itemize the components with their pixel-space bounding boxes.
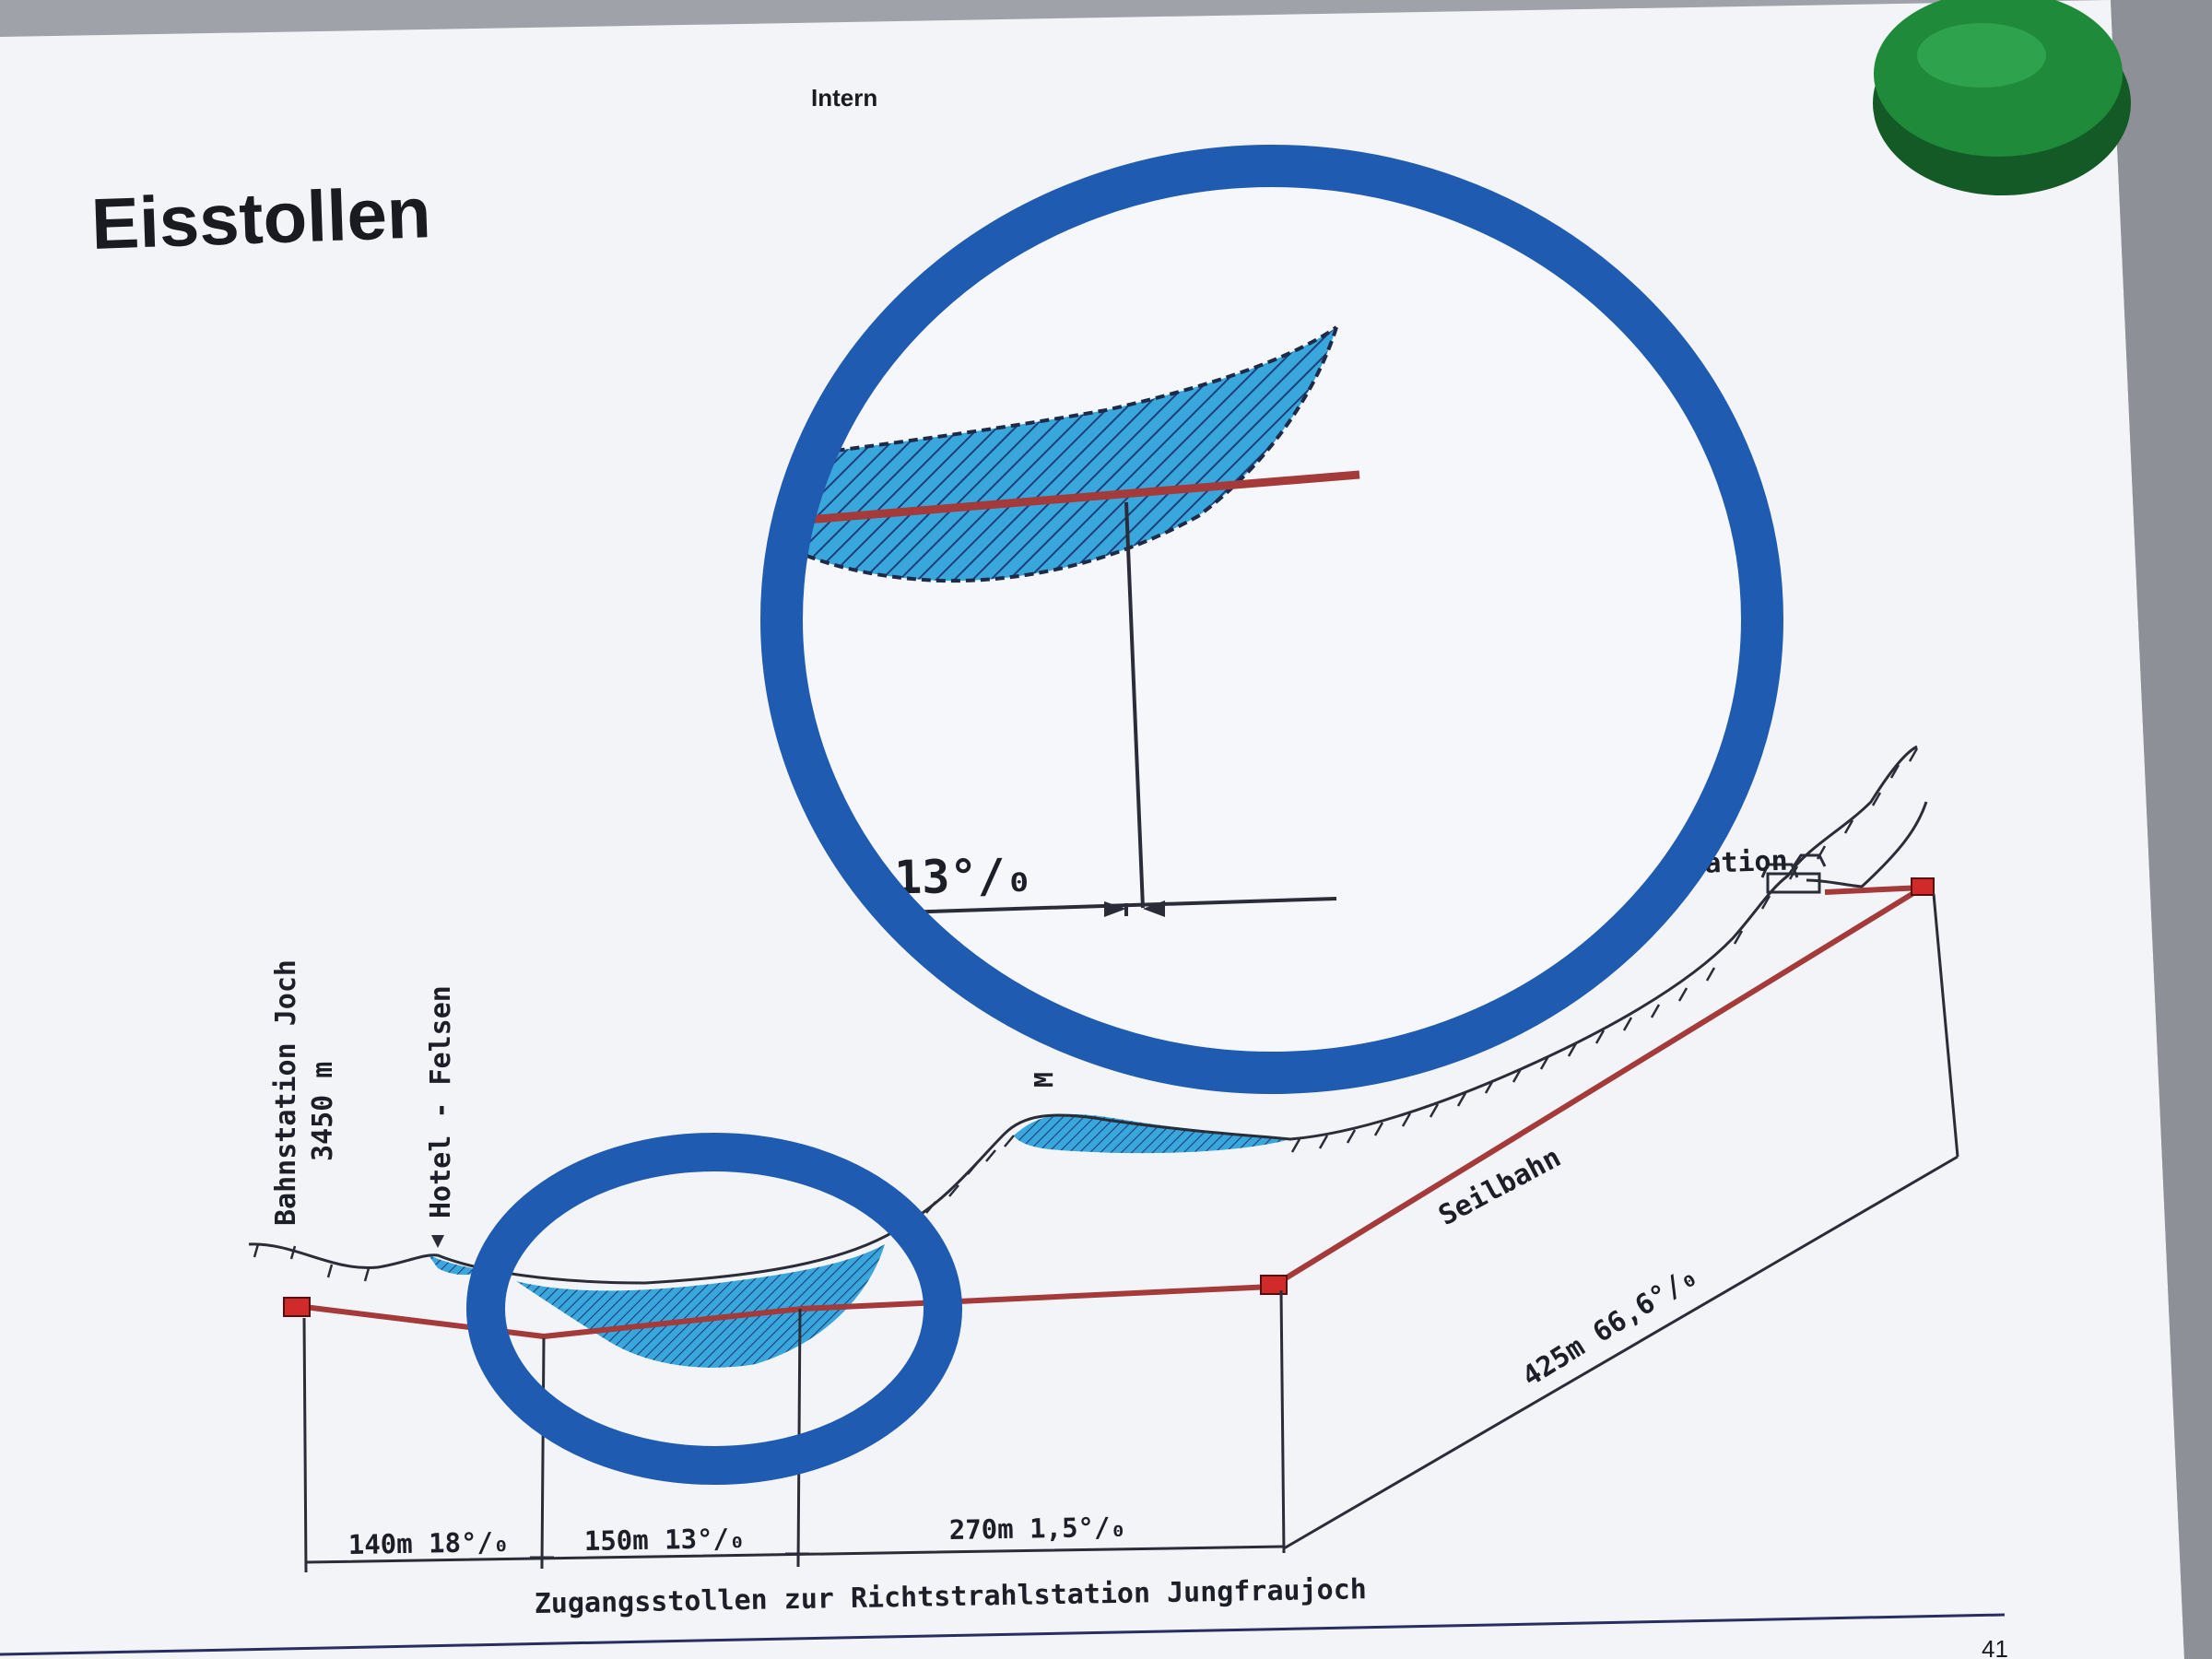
node-bahnstation	[283, 1297, 311, 1317]
summit-ridge	[1806, 801, 1928, 888]
hotel-marker	[431, 1235, 444, 1248]
dimension-ticks	[530, 1552, 809, 1569]
segment-label-1: 140m 18°/₀	[348, 1526, 510, 1560]
segment-label-3: 270m 1,5°/₀	[949, 1512, 1127, 1546]
magnet-icon	[1873, 0, 2131, 195]
segment-label-2: 150m 13°/₀	[584, 1523, 746, 1557]
terrain-line	[248, 745, 1918, 1285]
station-hut-icon	[1760, 853, 1827, 894]
label-bahnstation-altitude: 3450 m	[307, 1062, 339, 1161]
footer-rule	[0, 1613, 2006, 1656]
ice-body-stollen	[516, 1244, 885, 1368]
label-bahnstation: Bahnstation Joch	[270, 959, 302, 1226]
paper-shadow	[2111, 0, 2212, 1659]
page-title: Eisstollen	[90, 171, 432, 265]
node-richtstrahlstation	[1911, 877, 1935, 896]
zoom-ice-outline	[802, 325, 1338, 583]
zoom-ice-body	[802, 327, 1336, 582]
classification-label: Intern	[811, 84, 877, 112]
profile-diagram: Bahnstation Joch 3450 m Hotel - Felsen M…	[248, 745, 1959, 1620]
highlight-ring-small	[466, 1133, 962, 1485]
ice-body-hotel	[429, 1255, 484, 1276]
zoom-tunnel-line	[802, 470, 1360, 535]
zoom-inset: 150m 13°/₀	[760, 145, 1783, 1094]
label-moench: M	[1029, 1072, 1059, 1088]
ice-body-sphinx	[1014, 1113, 1290, 1154]
highlight-ring-large	[760, 145, 1783, 1094]
zoom-dimension-lines	[802, 501, 1337, 924]
page-number: 41	[1982, 1635, 2008, 1659]
label-hotel: Hotel - Felsen	[425, 985, 457, 1218]
node-seilbahn-lower	[1260, 1275, 1288, 1295]
